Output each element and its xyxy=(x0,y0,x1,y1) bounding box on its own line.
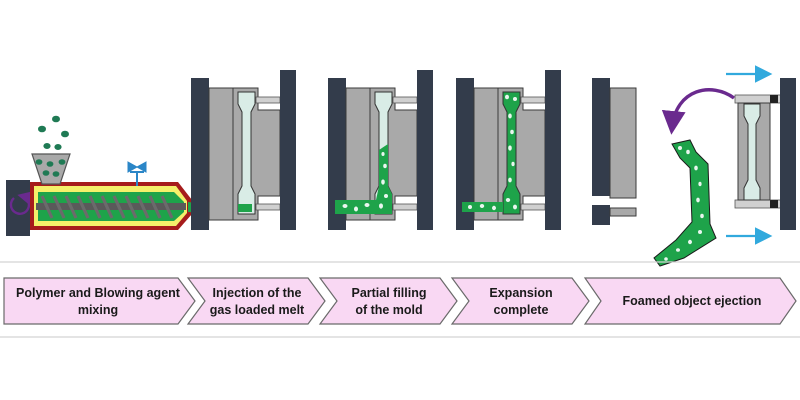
platen-right xyxy=(780,78,796,230)
melt-entry xyxy=(238,204,252,212)
chevron-stage-4: Expansion complete xyxy=(450,277,590,325)
foam-bubbles xyxy=(342,152,388,212)
tie-bar-bottom xyxy=(255,203,281,211)
platen-left xyxy=(328,78,346,230)
stage-label-line1: Injection of the xyxy=(213,286,302,300)
stage-label-line2: of the mold xyxy=(355,303,422,317)
filled-cavity xyxy=(502,91,521,215)
platen-left-bottom xyxy=(592,205,610,225)
stage-label-line1: Foamed object ejection xyxy=(623,294,762,308)
platen-left xyxy=(456,78,474,230)
ejector-pin-bottom xyxy=(770,200,778,208)
mold-half-left xyxy=(473,87,499,221)
platen-left xyxy=(592,78,610,196)
foam-bubbles xyxy=(468,94,517,211)
stage-label-line1: Polymer and Blowing agent xyxy=(16,286,181,300)
chevron-stage-2: Injection of the gas loaded melt xyxy=(186,277,326,325)
ejection-arrow-icon xyxy=(661,88,735,135)
partial-melt xyxy=(335,144,392,214)
screw-shaft xyxy=(36,203,186,210)
mold-half-left xyxy=(208,87,234,221)
screw-flights xyxy=(40,195,174,219)
extruder xyxy=(6,115,238,236)
stage-label-line1: Partial filling xyxy=(351,286,426,300)
motor-block xyxy=(6,180,30,236)
mold-stage-4 xyxy=(456,70,561,230)
platen-left xyxy=(191,78,209,230)
platen-right xyxy=(280,70,296,230)
rotation-arrow-icon xyxy=(9,190,36,215)
tie-bar-bottom xyxy=(392,203,418,211)
tie-bar-top xyxy=(392,96,418,104)
stage-label-line2: mixing xyxy=(78,303,118,317)
hopper-icon xyxy=(31,153,71,185)
chevron-stage-3: Partial filling of the mold xyxy=(318,277,458,325)
mold-stage-2 xyxy=(191,70,296,230)
mold-stage-5 xyxy=(592,65,796,267)
platen-right xyxy=(417,70,433,230)
ejected-part xyxy=(653,139,717,267)
pellets xyxy=(35,115,69,177)
empty-cavity xyxy=(743,103,761,201)
foam-bubbles xyxy=(664,146,704,261)
tie-bar-bottom xyxy=(520,203,546,211)
stage-label-line2: gas loaded melt xyxy=(210,303,305,317)
ejector-pin-top xyxy=(770,95,778,103)
valve-icon xyxy=(127,161,147,186)
tie-bar-top xyxy=(255,96,281,104)
stage-label-line2: complete xyxy=(494,303,549,317)
mold-stage-3 xyxy=(328,70,433,230)
tie-bar-top xyxy=(520,96,546,104)
chevron-stage-1: Polymer and Blowing agent mixing xyxy=(3,277,196,325)
empty-cavity xyxy=(237,91,256,215)
chevron-stage-5: Foamed object ejection xyxy=(583,277,797,325)
stage-label-line1: Expansion xyxy=(489,286,552,300)
sprue-plate xyxy=(609,207,637,217)
platen-right xyxy=(545,70,561,230)
mold-half-left xyxy=(609,87,637,199)
